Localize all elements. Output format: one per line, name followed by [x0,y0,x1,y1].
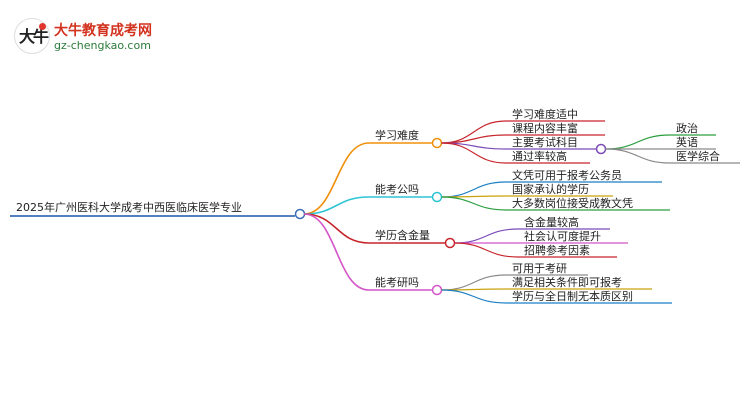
subleaf-connector-0 [605,134,671,150]
root-node-label: 2025年广州医科大学成考中西医临床医学专业 [16,200,242,214]
site-url[interactable]: gz-chengkao.com [54,39,151,52]
branch-connector-3 [303,213,370,291]
branch-node-3 [431,284,443,296]
subleaf-label-0: 政治 [676,121,698,135]
leaf-label-0-0: 学习难度适中 [512,107,578,121]
subleaf-label-1: 英语 [676,135,698,149]
leaf-label-2-1: 社会认可度提升 [524,229,601,243]
leaf-label-0-2: 主要考试科目 [512,135,578,149]
leaf-connector-0-0 [441,120,507,144]
logo-dot [39,23,46,30]
subject-node [595,143,607,155]
branch-node-0 [431,137,443,149]
leaf-label-3-2: 学历与全日制无本质区别 [512,289,633,303]
branch-label-3: 能考研吗 [375,275,419,289]
bull-logo-icon: 大牛 [14,18,50,54]
subleaf-connector-2 [605,148,671,164]
leaf-label-3-1: 满足相关条件即可报考 [512,275,622,289]
branch-node-1 [431,191,443,203]
subleaf-label-2: 医学综合 [676,149,720,163]
leaf-label-2-2: 招聘参考因素 [524,243,590,257]
logo-glyph: 大牛 [19,27,49,46]
leaf-label-0-1: 课程内容丰富 [512,121,578,135]
branch-connector-2 [303,213,370,244]
leaf-connector-2-0 [454,228,519,244]
site-logo[interactable]: 大牛 大牛教育成考网 gz-chengkao.com [14,18,174,56]
leaf-connector-3-2 [441,289,507,304]
leaf-connector-2-2 [454,242,519,258]
branch-connector-1 [303,196,370,215]
site-name: 大牛教育成考网 [54,23,152,39]
leaf-connector-1-0 [441,181,507,198]
leaf-connector-1-2 [441,196,507,211]
branch-node-2 [444,237,456,249]
leaf-connector-3-0 [441,274,507,291]
leaf-label-2-0: 含金量较高 [524,215,579,229]
leaf-label-1-0: 文凭可用于报考公务员 [512,168,622,182]
branch-label-2: 学历含金量 [375,228,430,242]
leaf-label-3-0: 可用于考研 [512,262,567,275]
leaf-connector-0-3 [441,142,507,164]
branch-label-1: 能考公吗 [375,182,419,196]
leaf-label-1-1: 国家承认的学历 [512,182,589,196]
leaf-label-1-2: 大多数岗位接受成教文凭 [512,196,633,210]
leaf-label-0-3: 通过率较高 [512,149,567,163]
branch-connector-0 [303,142,370,215]
branch-label-0: 学习难度 [375,128,419,142]
root-node [294,208,306,220]
